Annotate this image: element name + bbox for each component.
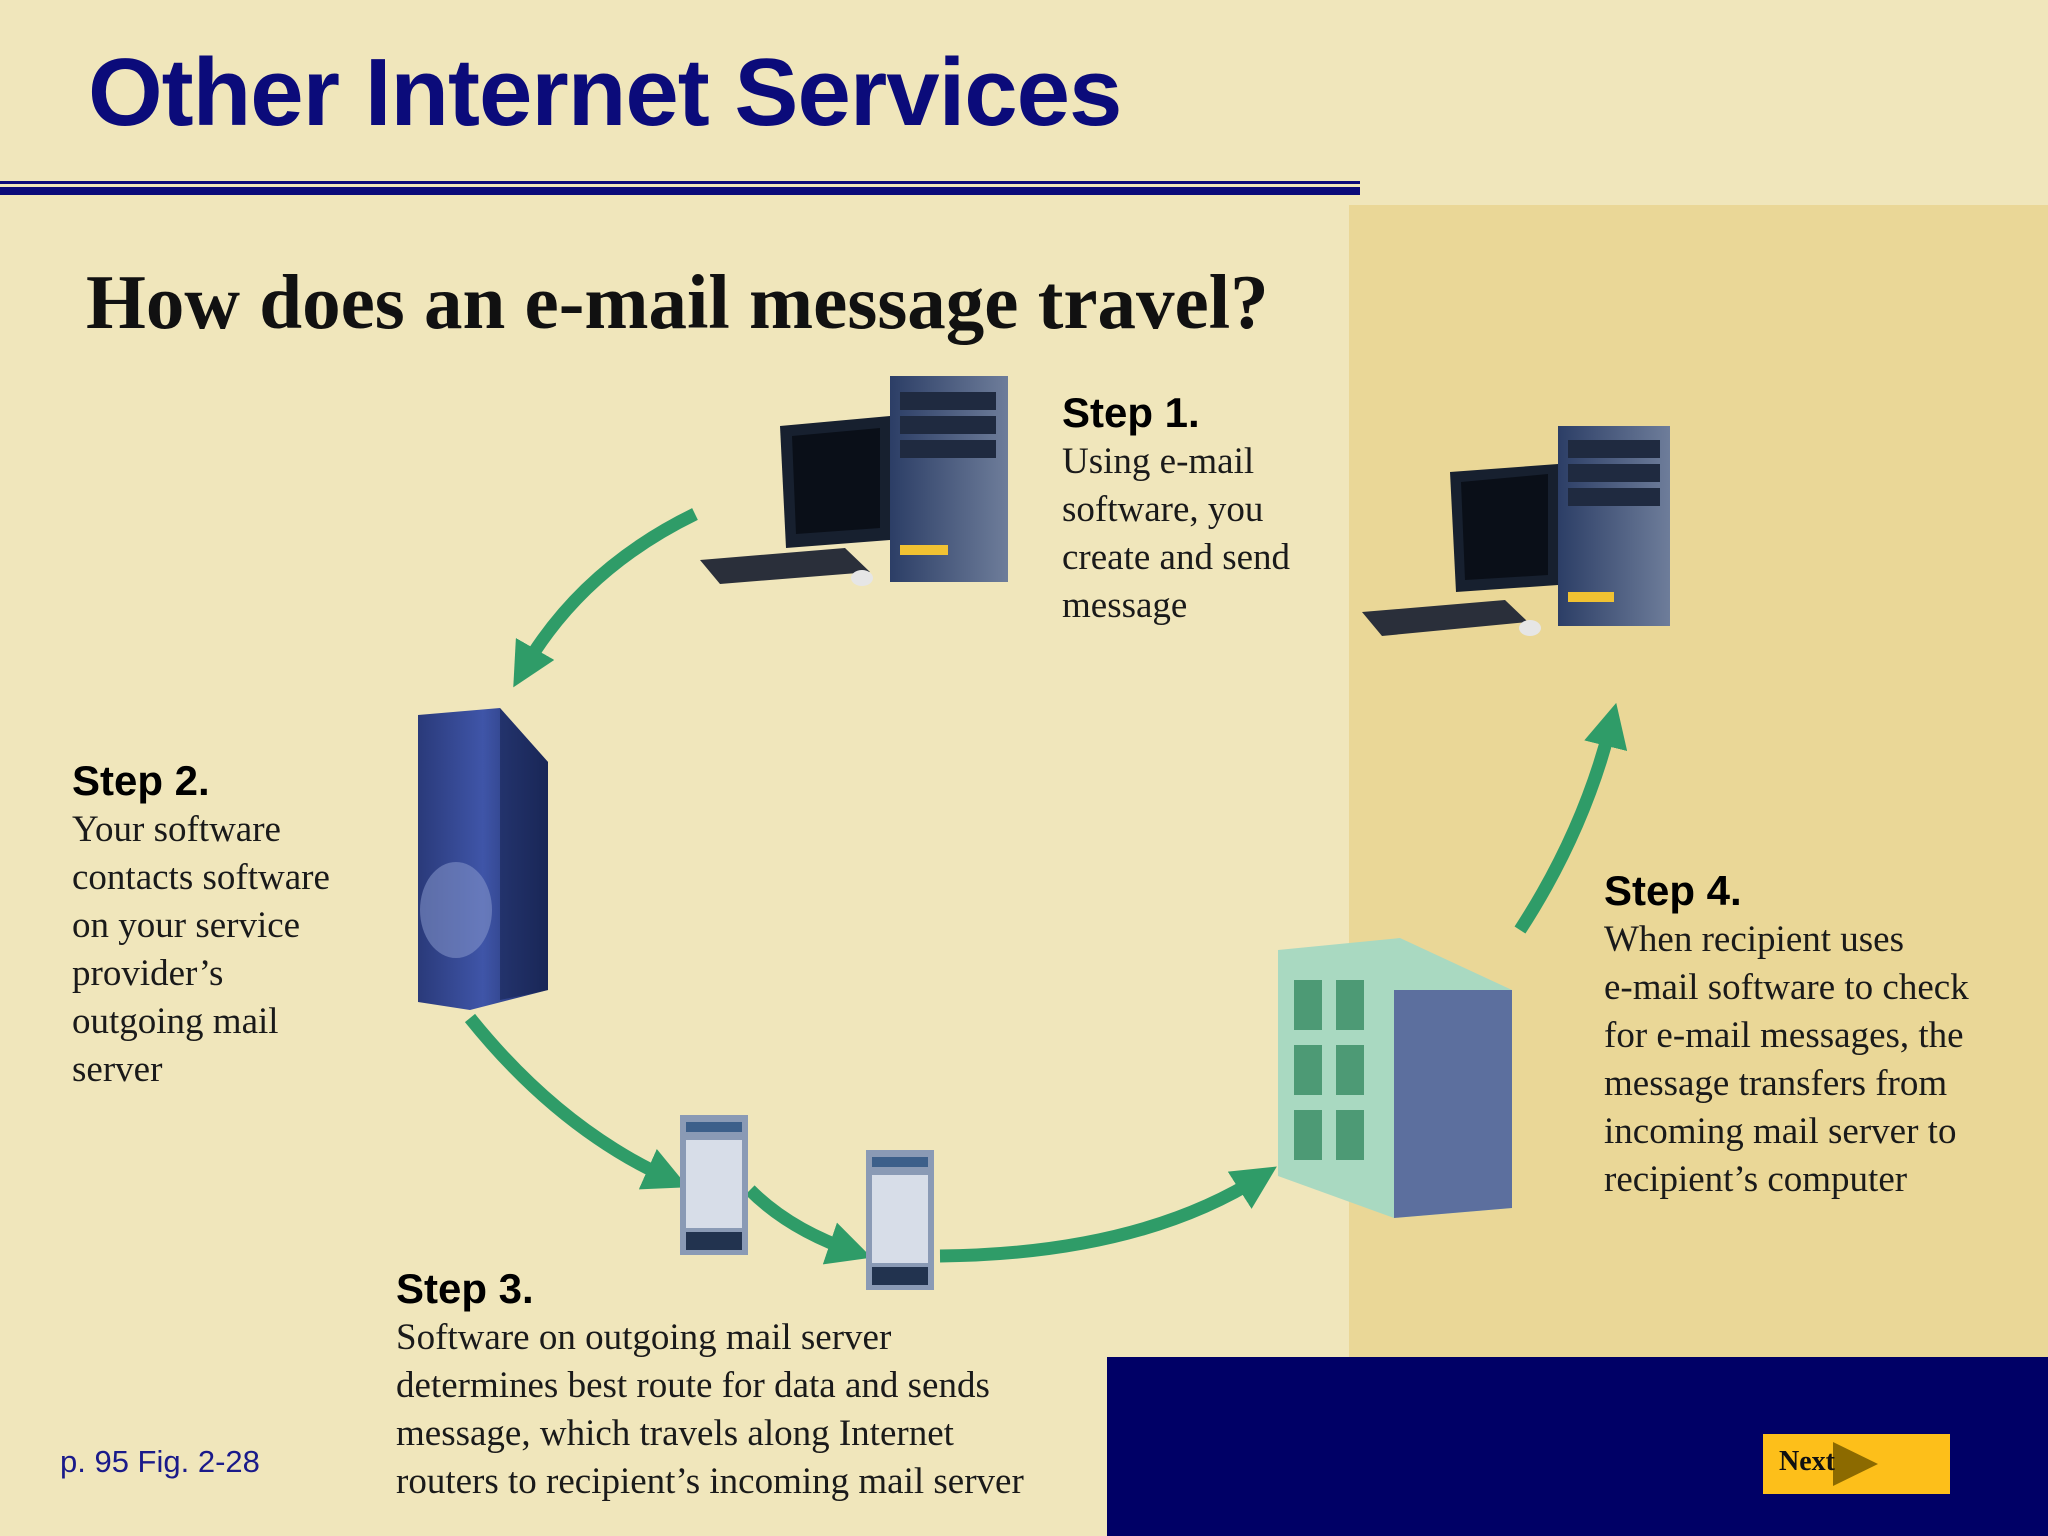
- arrow-step1-to-step2: [513, 508, 698, 688]
- step-4: Step 4. When recipient uses e-mail softw…: [1604, 866, 2034, 1204]
- mailbox-server-icon: [1278, 938, 1512, 1218]
- next-button[interactable]: Next: [1763, 1434, 1950, 1494]
- step-3-text: Software on outgoing mail server determi…: [396, 1317, 1024, 1502]
- mail-server-tower-icon: [418, 708, 548, 1010]
- figure-reference: p. 95 Fig. 2-28: [60, 1444, 260, 1479]
- title-rule-thin: [0, 181, 1360, 184]
- arrow-router1-to-router2: [745, 1185, 872, 1265]
- desktop-computer-icon: [1362, 426, 1670, 636]
- play-arrow-icon: [1833, 1442, 1878, 1486]
- slide-subtitle: How does an e-mail message travel?: [86, 259, 1269, 345]
- step-2: Step 2. Your software contacts software …: [72, 756, 372, 1094]
- slide-title: Other Internet Services: [88, 39, 1122, 146]
- step-4-heading: Step 4.: [1604, 867, 1742, 914]
- step-1: Step 1. Using e-mail software, you creat…: [1062, 388, 1362, 630]
- next-button-label: Next: [1779, 1446, 1835, 1477]
- title-rule-thick: [0, 187, 1360, 195]
- arrow-router2-to-mailbox: [939, 1166, 1277, 1263]
- desktop-computer-icon: [700, 376, 1008, 586]
- arrow-mailbox-to-step4: [1514, 702, 1628, 934]
- step-1-text: Using e-mail software, you create and se…: [1062, 441, 1291, 626]
- step-2-text: Your software contacts software on your …: [72, 809, 330, 1090]
- arrow-step2-to-router1: [464, 1013, 689, 1190]
- step-3-heading: Step 3.: [396, 1265, 534, 1312]
- step-4-text: When recipient uses e-mail software to c…: [1604, 919, 1969, 1200]
- step-2-heading: Step 2.: [72, 757, 210, 804]
- step-1-heading: Step 1.: [1062, 389, 1200, 436]
- right-panel-background: [1349, 205, 2048, 1536]
- step-3: Step 3. Software on outgoing mail server…: [396, 1264, 1106, 1506]
- router-icon: [866, 1150, 934, 1290]
- router-icon: [680, 1115, 748, 1255]
